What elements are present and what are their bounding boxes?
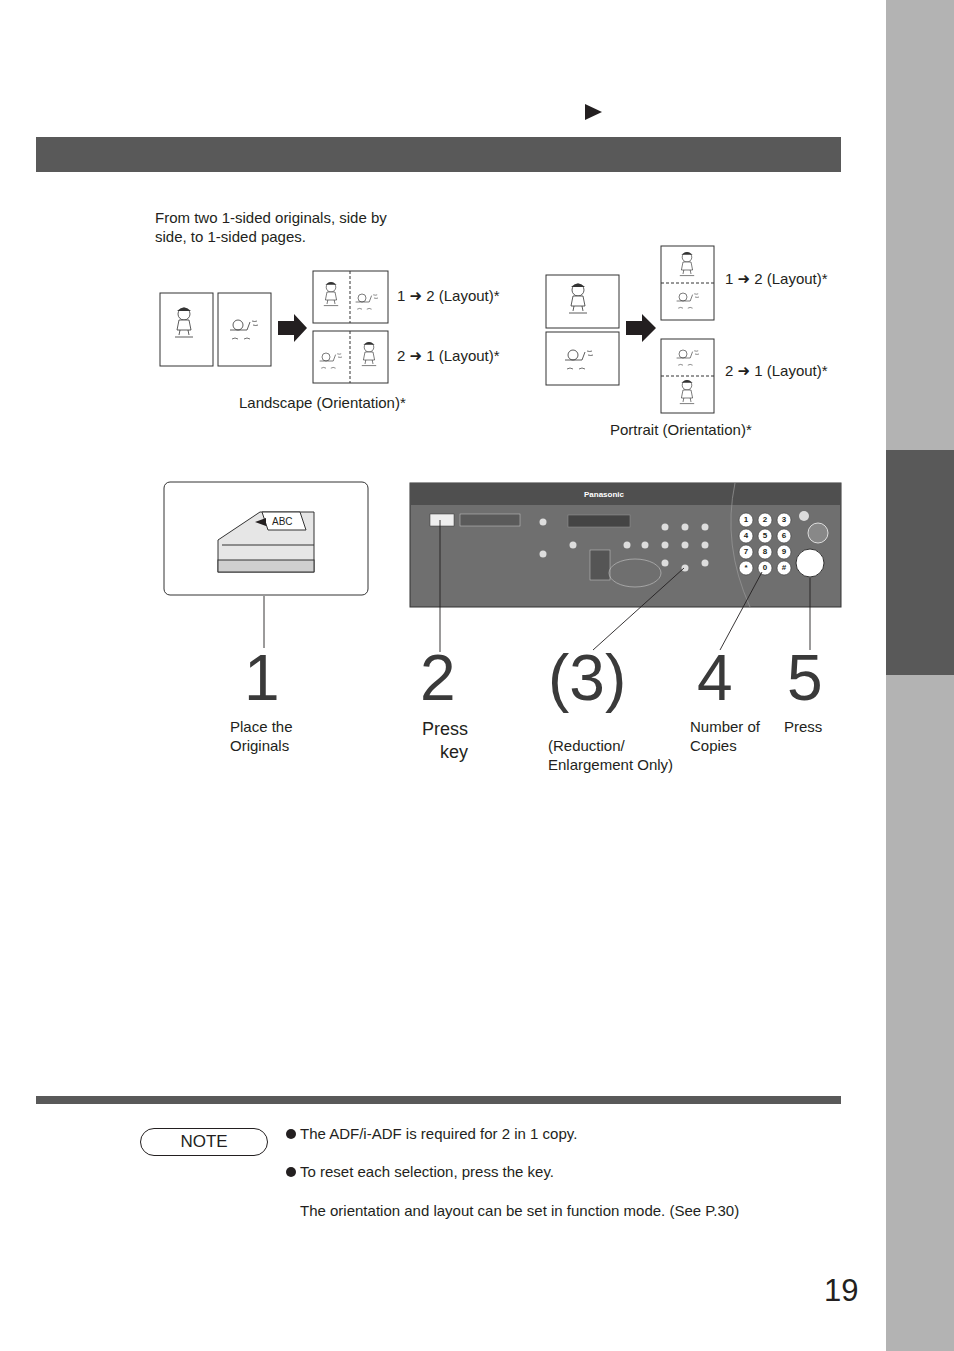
key-digit: 9: [782, 548, 786, 556]
orientation-label: Landscape (Orientation)*: [239, 394, 406, 413]
key-digit: 3: [782, 516, 786, 524]
layout-label: 2 ➜ 1 (Layout)*: [725, 362, 828, 381]
page-number: 19: [824, 1272, 858, 1311]
step-number: (3): [548, 646, 626, 710]
key-digit: 4: [744, 532, 748, 540]
layout-label: 1 ➜ 2 (Layout)*: [725, 270, 828, 289]
layout-label: 1 ➜ 2 (Layout)*: [397, 287, 500, 306]
key-digit: 8: [763, 548, 767, 556]
step-number: 4: [697, 646, 733, 710]
step-number: 5: [787, 646, 823, 710]
key-digit: 5: [763, 532, 767, 540]
step-caption: (Reduction/ Enlargement Only): [548, 737, 698, 775]
step-number: 2: [420, 646, 456, 710]
intro-text: From two 1-sided originals, side by side…: [155, 209, 410, 247]
orientation-label: Portrait (Orientation)*: [610, 421, 752, 440]
step-number: 1: [244, 646, 280, 710]
note-text: To reset each selection, press the key.: [300, 1163, 554, 1182]
key-digit: 1: [744, 516, 748, 524]
key-digit: 6: [782, 532, 786, 540]
note-text: The orientation and layout can be set in…: [300, 1202, 739, 1221]
key-digit: #: [782, 564, 786, 572]
layout-label: 2 ➜ 1 (Layout)*: [397, 347, 500, 366]
key-digit: 7: [744, 548, 748, 556]
step-caption: Press key: [400, 718, 468, 765]
original-text: ABC: [272, 516, 293, 529]
key-digit: 0: [763, 564, 767, 572]
step-caption: Number of Copies: [690, 718, 780, 756]
step-caption: Press: [784, 718, 822, 737]
note-text: The ADF/i-ADF is required for 2 in 1 cop…: [300, 1125, 577, 1144]
note-badge: NOTE: [140, 1128, 268, 1156]
note-heading: NOTE: [180, 1132, 227, 1152]
key-digit: *: [744, 564, 747, 572]
step-caption: Place the Originals: [230, 718, 330, 756]
brand-name: Panasonic: [584, 490, 624, 500]
key-digit: 2: [763, 516, 767, 524]
